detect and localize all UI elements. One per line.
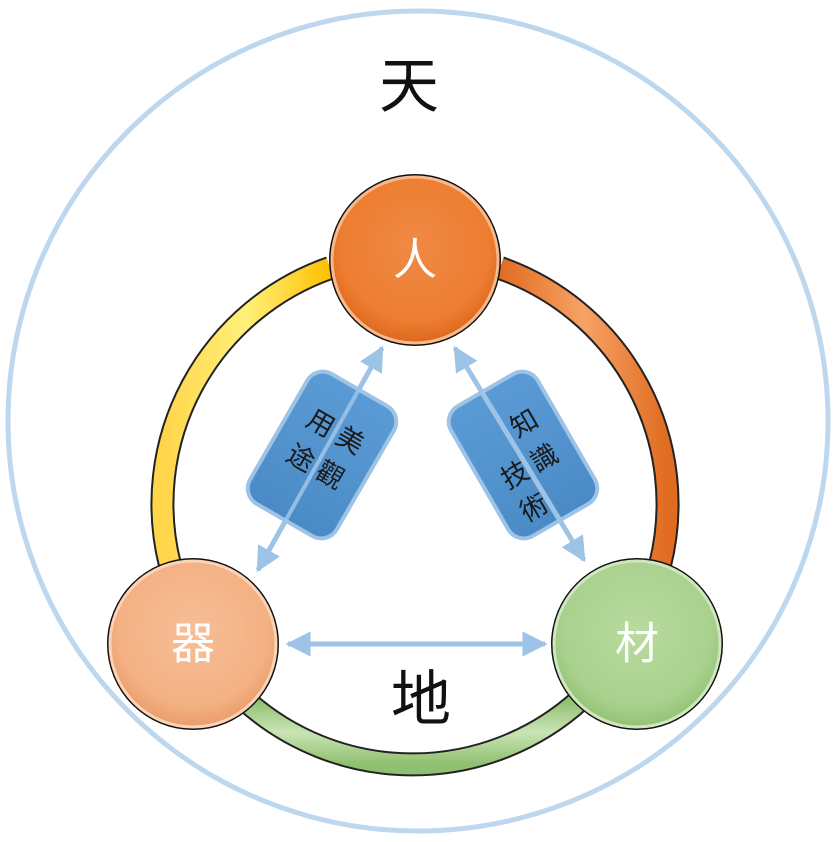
node-vessel-label: 器 <box>171 619 215 670</box>
node-material-label: 材 <box>615 619 659 670</box>
outer-ring <box>5 8 831 834</box>
node-vessel: 器 <box>107 558 279 730</box>
node-material: 材 <box>551 558 723 730</box>
arrow-person-material <box>452 345 587 563</box>
node-person: 人 <box>329 174 501 346</box>
label-earth: 地 <box>391 665 451 735</box>
node-person-label: 人 <box>393 235 437 286</box>
label-heaven: 天 <box>379 52 439 122</box>
